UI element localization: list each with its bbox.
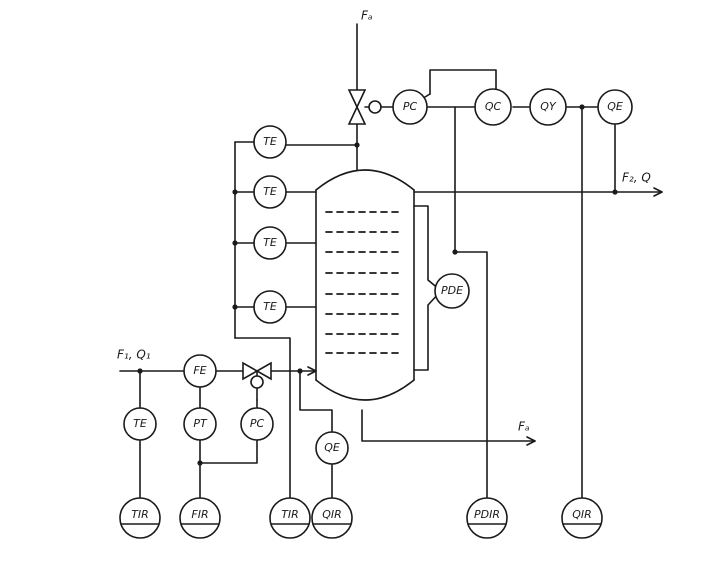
instrument-te-2: TE <box>253 175 287 209</box>
instrument-qc: QC <box>474 88 512 126</box>
svg-text:QE: QE <box>324 441 340 454</box>
feed-line <box>119 366 317 376</box>
top-control-valve <box>347 89 394 125</box>
svg-text:PC: PC <box>403 100 418 113</box>
instrument-pc-feed: PC <box>240 407 274 441</box>
instrument-fir: FIR <box>179 497 221 539</box>
instrument-tir: TIR <box>269 497 311 539</box>
feed-control-valve <box>242 361 272 401</box>
instrument-tir-feed: TIR <box>119 497 161 539</box>
instrument-qir-right: QIR <box>561 497 603 539</box>
svg-text:PDE: PDE <box>441 284 463 297</box>
svg-text:TE: TE <box>263 185 277 198</box>
instrument-te-3: TE <box>253 226 287 260</box>
svg-text:QY: QY <box>540 100 557 113</box>
instrument-te-feed: TE <box>123 407 157 441</box>
svg-text:QE: QE <box>607 100 623 113</box>
instrument-qe-bottom: QE <box>315 431 349 465</box>
svg-text:PT: PT <box>193 417 208 430</box>
svg-text:TE: TE <box>263 135 277 148</box>
column-trays <box>325 211 403 354</box>
svg-text:FE: FE <box>193 364 206 377</box>
svg-text:FIR: FIR <box>191 508 208 521</box>
svg-text:TIR: TIR <box>131 508 149 521</box>
svg-text:TE: TE <box>263 300 277 313</box>
instrument-qe: QE <box>597 89 633 125</box>
instrument-pdir: PDIR <box>466 497 508 539</box>
svg-text:QIR: QIR <box>322 508 342 521</box>
svg-text:QIR: QIR <box>572 508 592 521</box>
instrument-qir-bottom: QIR <box>311 497 353 539</box>
instrument-pde: PDE <box>434 273 470 309</box>
column-vessel <box>315 169 415 401</box>
bottoms-label: Fₐ <box>518 420 530 434</box>
svg-text:TIR: TIR <box>281 508 299 521</box>
svg-text:PDIR: PDIR <box>474 508 500 521</box>
feed-label: F₁, Q₁ <box>117 348 151 362</box>
instrument-fe: FE <box>183 354 217 388</box>
svg-text:TE: TE <box>263 236 277 249</box>
svg-text:QC: QC <box>485 100 502 113</box>
overhead-label: F₂, Q <box>622 171 651 185</box>
instrument-te-1: TE <box>253 125 287 159</box>
junction-dots <box>137 104 618 466</box>
signal-lines <box>139 69 616 499</box>
overhead-line <box>413 187 663 197</box>
svg-text:TE: TE <box>133 417 147 430</box>
bottoms-line <box>361 409 536 446</box>
top-input-label: Fₐ <box>361 9 373 23</box>
svg-text:PC: PC <box>250 417 265 430</box>
instrument-pc-top: PC <box>392 89 428 125</box>
instrument-qy: QY <box>529 88 567 126</box>
instrument-pt: PT <box>183 407 217 441</box>
instrument-te-4: TE <box>253 290 287 324</box>
